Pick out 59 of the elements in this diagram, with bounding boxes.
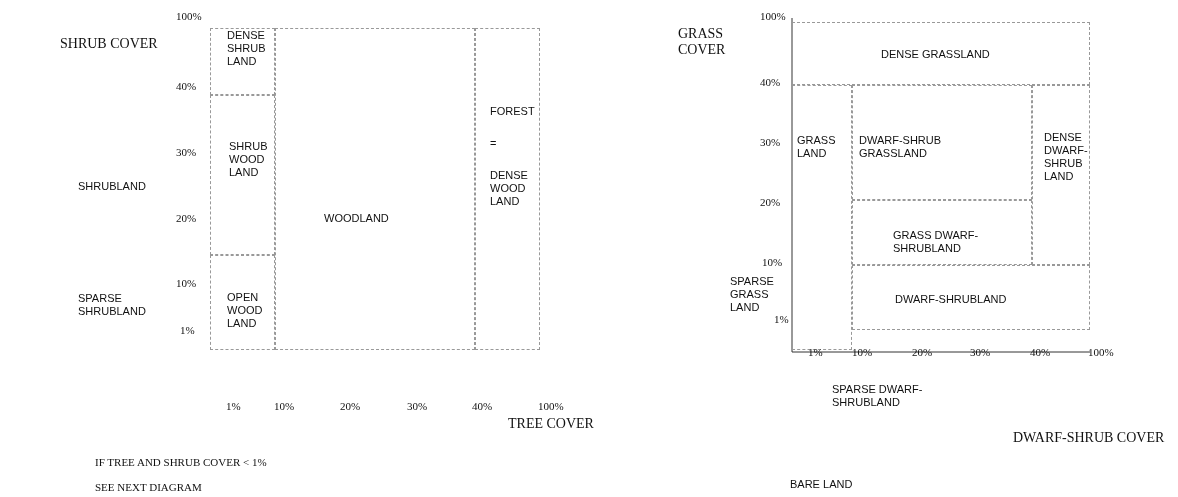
note: IF TREE AND SHRUB COVER < 1% bbox=[95, 456, 267, 468]
tick-label: 100% bbox=[760, 10, 786, 22]
axis-title: GRASS COVER bbox=[678, 26, 727, 58]
cover-class-region bbox=[210, 28, 275, 95]
cover-class-region bbox=[1032, 85, 1090, 265]
class-name: SPARSE DWARF-SHRUBLAND bbox=[832, 383, 924, 409]
class-name: SPARSE SHRUBLAND bbox=[78, 292, 147, 318]
tick-label: 30% bbox=[176, 146, 197, 158]
tick-label: 10% bbox=[176, 277, 197, 289]
tick-label: 40% bbox=[1030, 346, 1051, 358]
class-name: DENSE DWARF-SHRUB LAND bbox=[1044, 131, 1088, 183]
axis-title: TREE COVER bbox=[508, 416, 594, 432]
class-name: BARE LAND bbox=[790, 478, 853, 491]
cover-class-region bbox=[852, 200, 1032, 265]
tick-label: 1% bbox=[226, 400, 241, 412]
tick-label: 10% bbox=[762, 256, 783, 268]
class-name: DENSE WOOD LAND bbox=[490, 169, 529, 208]
cover-class-region bbox=[852, 265, 1090, 330]
tick-label: 30% bbox=[970, 346, 991, 358]
axis-title: SHRUB COVER bbox=[60, 36, 158, 52]
tick-label: 30% bbox=[760, 136, 781, 148]
note: SEE NEXT DIAGRAM bbox=[95, 481, 202, 493]
tick-label: 1% bbox=[180, 324, 195, 336]
class-name: SPARSE GRASS LAND bbox=[730, 275, 775, 314]
class-name: GRASS DWARF-SHRUBLAND bbox=[893, 229, 980, 255]
tick-label: 40% bbox=[176, 80, 197, 92]
tick-label: 40% bbox=[760, 76, 781, 88]
tick-label: 1% bbox=[808, 346, 823, 358]
cover-class-region bbox=[792, 22, 1090, 85]
tick-label: 30% bbox=[407, 400, 428, 412]
tick-label: 20% bbox=[760, 196, 781, 208]
cover-class-region bbox=[210, 255, 275, 350]
cover-class-region bbox=[852, 85, 1032, 200]
tick-label: 10% bbox=[852, 346, 873, 358]
tick-label: 10% bbox=[274, 400, 295, 412]
class-name: GRASS LAND bbox=[797, 134, 837, 160]
tick-label: 20% bbox=[912, 346, 933, 358]
class-name: WOODLAND bbox=[324, 212, 390, 225]
cover-class-region bbox=[475, 28, 540, 350]
class-name: DWARF-SHRUB GRASSLAND bbox=[859, 134, 943, 160]
class-name: DWARF-SHRUBLAND bbox=[895, 293, 1008, 306]
class-name: DENSE SHRUB LAND bbox=[227, 29, 267, 68]
tick-label: 20% bbox=[176, 212, 197, 224]
cover-class-region bbox=[792, 85, 852, 350]
class-name: = bbox=[490, 137, 498, 150]
class-name: FOREST bbox=[490, 105, 536, 118]
cover-class-region bbox=[275, 28, 475, 350]
tick-label: 100% bbox=[1088, 346, 1114, 358]
class-name: SHRUBLAND bbox=[78, 180, 146, 193]
class-name: SHRUB WOOD LAND bbox=[229, 140, 269, 179]
class-name: OPEN WOOD LAND bbox=[227, 291, 264, 330]
axis-title: DWARF-SHRUB COVER bbox=[1013, 430, 1165, 446]
tick-label: 1% bbox=[774, 313, 789, 325]
tick-label: 40% bbox=[472, 400, 493, 412]
tick-label: 20% bbox=[340, 400, 361, 412]
class-name: DENSE GRASSLAND bbox=[881, 48, 991, 61]
tick-label: 100% bbox=[538, 400, 564, 412]
tick-label: 100% bbox=[176, 10, 202, 22]
cover-class-region bbox=[210, 95, 275, 255]
